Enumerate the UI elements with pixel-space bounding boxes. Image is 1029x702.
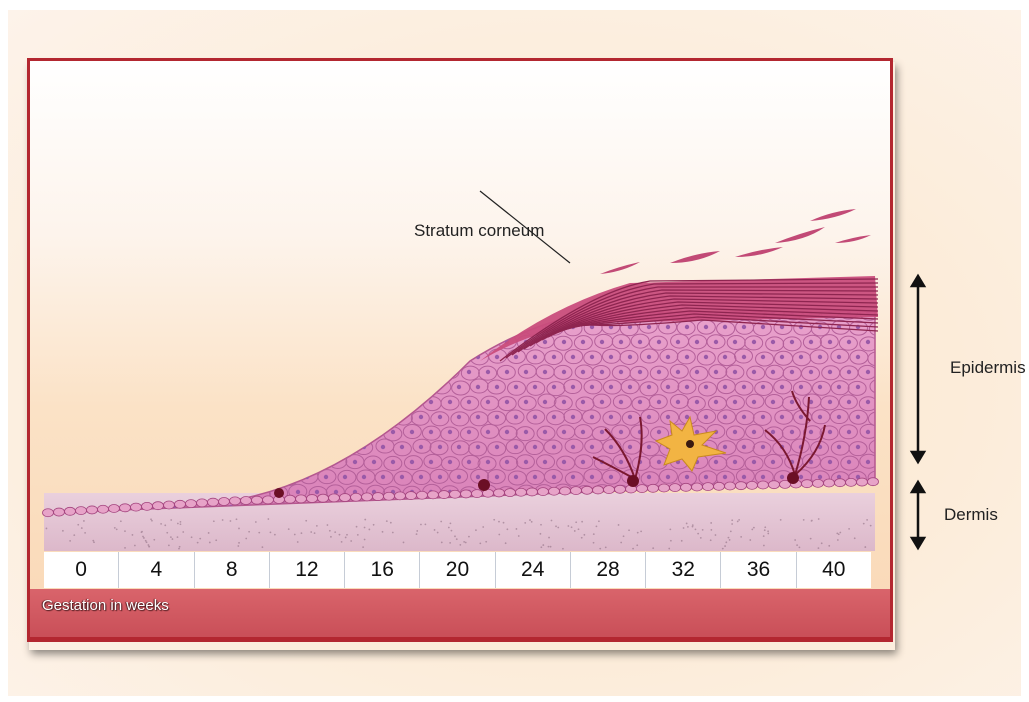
layer-arrows xyxy=(900,272,940,552)
axis-tick-label: 16 xyxy=(345,552,420,588)
axis-tick-label: 20 xyxy=(420,552,495,588)
axis-tick-label: 32 xyxy=(646,552,721,588)
epidermis-label: Epidermis xyxy=(950,358,1026,378)
axis-tick-label: 12 xyxy=(270,552,345,588)
melanocyte-nucleus xyxy=(686,440,694,448)
axis-tick-label: 40 xyxy=(797,552,871,588)
axis-tick-label: 8 xyxy=(195,552,270,588)
stratum-corneum-label: Stratum corneum xyxy=(414,221,544,241)
shedding-flakes xyxy=(600,209,871,274)
dermis-label: Dermis xyxy=(944,505,998,525)
axis-title-bar: Gestation in weeks xyxy=(27,589,893,640)
axis-title: Gestation in weeks xyxy=(42,597,169,614)
axis-tick-label: 28 xyxy=(571,552,646,588)
axis-tick-label: 4 xyxy=(119,552,194,588)
axis-tick-label: 0 xyxy=(44,552,119,588)
axis-tick-label: 36 xyxy=(721,552,796,588)
axis-tick-label: 24 xyxy=(496,552,571,588)
